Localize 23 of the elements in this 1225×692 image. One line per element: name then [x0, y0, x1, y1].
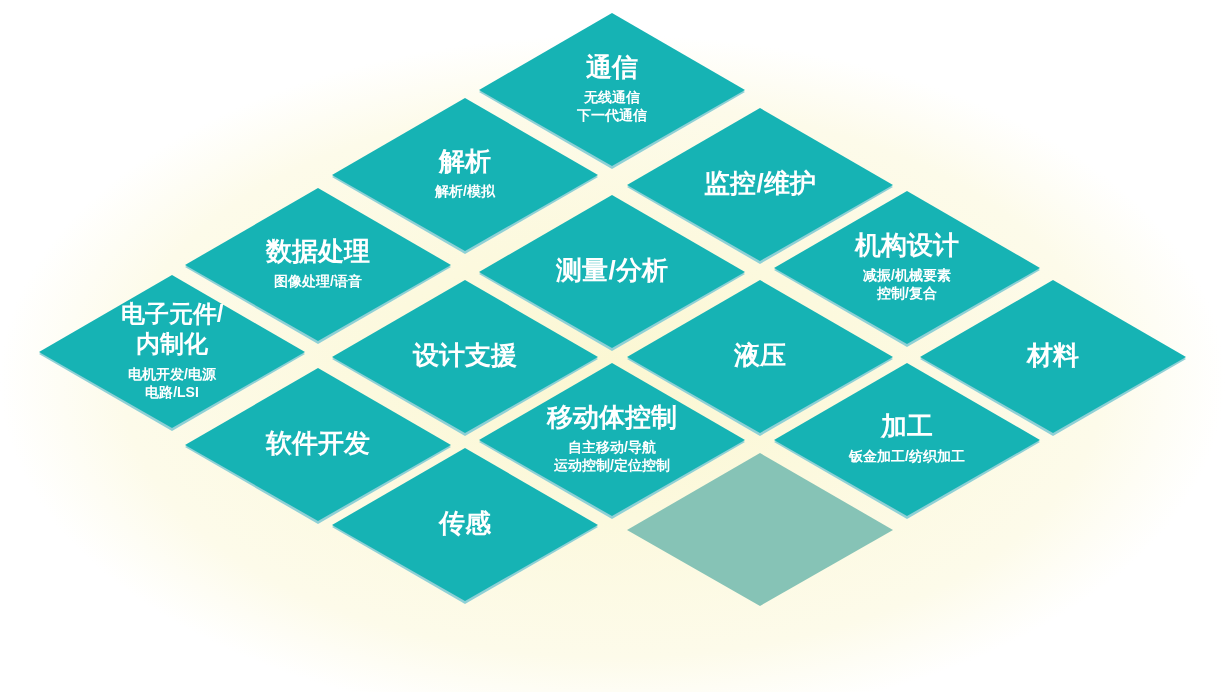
tile-title: 设计支援	[413, 340, 517, 370]
tile-title: 监控/维护	[704, 168, 816, 198]
tile-title: 软件开发	[266, 428, 370, 458]
tile-title: 电子元件/内制化	[119, 299, 225, 359]
tile-subtitle: 自主移动/导航	[568, 438, 656, 456]
tile-title: 测量/分析	[556, 255, 668, 285]
tile-title: 通信	[586, 52, 638, 82]
tile-title: 移动体控制	[547, 402, 677, 432]
tile-subtitle: 钣金加工/纺织加工	[849, 447, 965, 465]
tile-subtitle: 下一代通信	[577, 106, 647, 124]
tile-title: 液压	[734, 340, 786, 370]
tile-title: 解析	[439, 146, 491, 176]
tile-title: 传感	[439, 508, 491, 538]
tile-subtitle: 解析/模拟	[435, 182, 495, 200]
tile-title: 加工	[881, 411, 933, 441]
tile-title: 机构设计	[855, 230, 959, 260]
tile-title: 数据处理	[266, 236, 370, 266]
tile-subtitle: 运动控制/定位控制	[554, 456, 670, 474]
tile-subtitle: 图像处理/语音	[274, 272, 362, 290]
tile-subtitle: 减振/机械要素控制/复合	[862, 266, 952, 302]
tile-title: 材料	[1027, 340, 1079, 370]
tile-subtitle: 电机开发/电源电路/LSI	[127, 365, 217, 401]
tile-subtitle: 无线通信	[584, 88, 640, 106]
